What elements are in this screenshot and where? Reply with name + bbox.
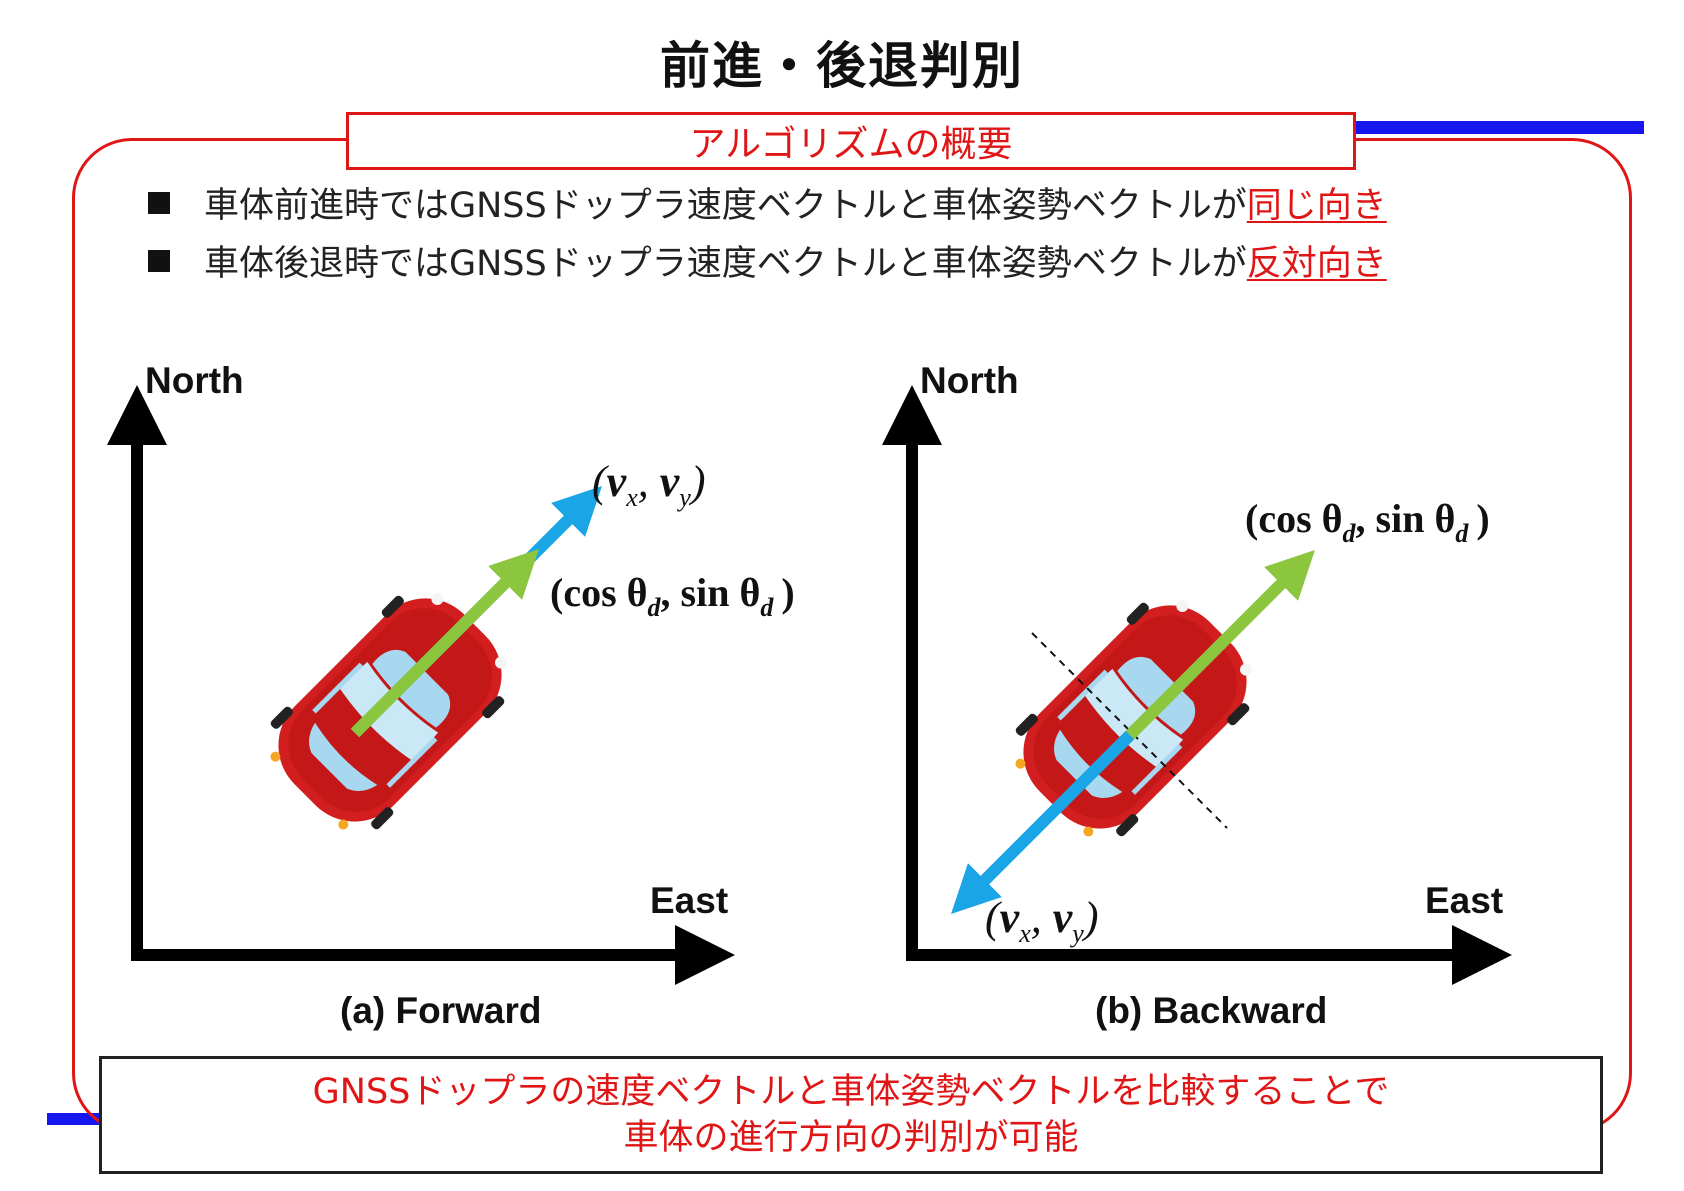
decorative-bar-top: [1340, 121, 1644, 134]
bullet-highlight: 同じ向き: [1246, 186, 1387, 226]
north-label: North: [145, 360, 244, 401]
bullet-text: 車体後退時ではGNSSドップラ速度ベクトルと車体姿勢ベクトルが: [204, 244, 1247, 284]
velocity-v: v: [660, 457, 680, 506]
bullet-item-forward: 車体前進時ではGNSSドップラ速度ベクトルと車体姿勢ベクトルが同じ向き: [148, 177, 1387, 228]
north-label: North: [920, 360, 1019, 401]
car-icon: [251, 571, 529, 849]
velocity-v: v: [1053, 893, 1073, 942]
velocity-label: (vx, vy): [592, 457, 705, 512]
bullet-square-icon: [148, 249, 170, 272]
perpendicular-dashed-line: [1031, 632, 1228, 829]
panel-caption: (a) Forward: [340, 990, 541, 1031]
heading-label: (cos θd, sin θd): [1245, 496, 1490, 548]
velocity-label: (vx, vy): [985, 893, 1098, 948]
heading-arrow: [1125, 550, 1315, 740]
summary-box: GNSSドップラの速度ベクトルと車体姿勢ベクトルを比較することで 車体の進行方向…: [99, 1056, 1603, 1174]
overview-label: アルゴリズムの概要: [689, 124, 1013, 165]
velocity-y-sub: y: [1069, 919, 1084, 948]
summary-line: 車体の進行方向の判別が可能: [623, 1118, 1079, 1158]
bullet-text: 車体前進時ではGNSSドップラ速度ベクトルと車体姿勢ベクトルが: [204, 186, 1247, 226]
velocity-x-sub: x: [625, 483, 638, 512]
east-label: East: [650, 880, 728, 921]
panel-forward: North East (a) Forward (vx, vy) (cos θd,…: [107, 360, 795, 1031]
velocity-v: v: [1000, 893, 1020, 942]
summary-line: GNSSドップラの速度ベクトルと車体姿勢ベクトルを比較することで: [312, 1072, 1390, 1112]
panel-backward: North East (b) Backward (vx, vy) (cos θd…: [882, 360, 1512, 1031]
velocity-arrow: [951, 730, 1135, 914]
velocity-y-sub: y: [676, 483, 691, 512]
bullet-highlight: 反対向き: [1246, 244, 1387, 284]
heading-label: (cos θd, sin θd): [550, 570, 795, 622]
car-icon: [996, 578, 1274, 856]
bullet-square-icon: [148, 191, 170, 214]
bullet-item-backward: 車体後退時ではGNSSドップラ速度ベクトルと車体姿勢ベクトルが反対向き: [148, 235, 1387, 286]
east-label: East: [1425, 880, 1503, 921]
overview-label-box: アルゴリズムの概要: [346, 112, 1356, 170]
velocity-x-sub: x: [1018, 919, 1031, 948]
velocity-v: v: [607, 457, 627, 506]
heading-arrow: [350, 549, 539, 738]
panel-caption: (b) Backward: [1095, 990, 1327, 1031]
page-title: 前進・後退判別: [660, 37, 1024, 95]
